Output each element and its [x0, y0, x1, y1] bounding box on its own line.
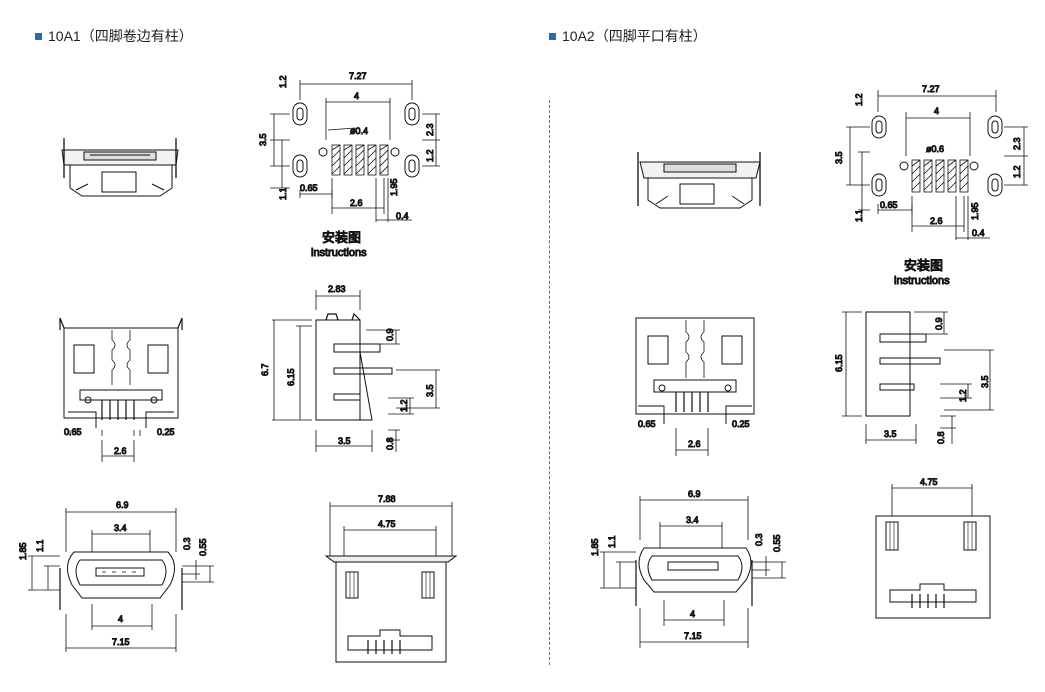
a2-front-total: 7.15	[684, 631, 702, 641]
a2-front-w: 6.9	[688, 489, 701, 499]
a2-top-right: 0.25	[732, 419, 750, 429]
a1-fp-pitch: 2.6	[350, 198, 363, 208]
a1-fp-total: 7.27	[349, 71, 367, 81]
a1-fp-h2: 1.95	[389, 178, 399, 196]
a2-fp-inner: 4	[934, 106, 939, 116]
a1-front-inner: 3.4	[114, 523, 127, 533]
a1-side-d: 0.8	[385, 437, 395, 450]
a2-side-c: 1.2	[958, 389, 968, 402]
a2-side-view	[842, 311, 994, 444]
a1-side-total: 6.7	[260, 363, 270, 376]
a2-fp-total: 7.27	[922, 84, 940, 94]
a2-top-view	[635, 317, 755, 456]
a1-fp-top: 1.2	[278, 75, 288, 88]
a2-fp-pitch: 2.6	[930, 216, 943, 226]
a1-front-view	[28, 508, 214, 652]
a1-side-top: 2.83	[328, 284, 346, 294]
a1-front-h2: 1.1	[35, 539, 45, 552]
a2-top-left: 0.65	[638, 419, 656, 429]
a1-front-r2: 0.55	[198, 538, 208, 556]
a1-footprint-caption-en: instructions	[311, 247, 367, 259]
a1-fp-left: 0.65	[300, 183, 318, 193]
a1-footprint	[270, 80, 440, 222]
a2-front-r2: 0.55	[772, 534, 782, 552]
a2-fp-right2: 1.2	[1012, 165, 1022, 178]
a1-top-pitch: 2.6	[114, 446, 127, 456]
a1-fp-right2: 1.2	[425, 149, 435, 162]
a2-side-w: 3.5	[884, 429, 897, 439]
a1-fp-right1: 2.3	[425, 123, 435, 136]
a1-top-right: 0.25	[157, 427, 175, 437]
a2-side-h: 6.15	[834, 354, 844, 372]
a1-side-view	[272, 290, 440, 452]
a2-fp-right1: 2.3	[1012, 137, 1022, 150]
a2-fp-h2: 1.95	[970, 202, 980, 220]
a2-footprint	[846, 90, 1028, 240]
a1-fp-vert: 3.5	[258, 133, 268, 146]
a1-side-h: 6.15	[286, 368, 296, 386]
section-title-10a1: 10A1（四脚卷边有柱）	[35, 26, 193, 46]
a1-front-bot: 4	[118, 614, 123, 624]
a2-front-r1: 0.3	[754, 533, 764, 546]
a2-fp-vert: 3.5	[834, 151, 844, 164]
bullet-square-icon	[549, 32, 556, 40]
a1-back-view	[324, 502, 458, 663]
section-title-10a2: 10A2（四脚平口有柱）	[549, 26, 707, 46]
a2-footprint-caption-en: instructions	[894, 275, 950, 287]
a1-front-total: 7.15	[112, 637, 130, 647]
a1-side-c: 1.2	[399, 399, 409, 412]
a1-front-r1: 0.3	[182, 537, 192, 550]
a1-fp-hole: ø0.4	[350, 126, 368, 136]
section-title-10a1-text: 10A1（四脚卷边有柱）	[48, 28, 193, 44]
a2-fp-bl: 1.1	[854, 209, 864, 222]
a1-side-b: 3.5	[425, 384, 435, 397]
a2-3d-view	[637, 152, 761, 209]
a2-side-b: 3.5	[980, 375, 990, 388]
a1-front-w: 6.9	[116, 500, 129, 510]
a2-front-inner: 3.4	[686, 515, 699, 525]
bullet-square-icon	[35, 32, 42, 40]
a2-fp-w: 0.4	[972, 228, 985, 238]
a2-front-h2: 1.1	[607, 535, 617, 548]
a1-3d-view	[61, 138, 179, 197]
a2-back-view	[875, 484, 991, 619]
a1-front-h1: 1.85	[18, 542, 28, 560]
section-title-10a2-text: 10A2（四脚平口有柱）	[562, 28, 707, 44]
a1-side-w: 3.5	[338, 436, 351, 446]
a2-footprint-caption-cn: 安装图	[904, 259, 943, 274]
a2-front-view	[600, 496, 786, 648]
a2-fp-hole: ø0.6	[926, 144, 944, 154]
a1-fp-inner: 4	[354, 91, 359, 101]
a2-front-bot: 4	[690, 609, 695, 619]
a2-side-d: 0.8	[936, 431, 946, 444]
a2-side-a: 0.9	[934, 317, 944, 330]
a1-side-a: 0.9	[385, 328, 395, 341]
section-divider	[549, 100, 550, 665]
a2-fp-left: 0.65	[880, 200, 898, 210]
a2-top-pitch: 2.6	[688, 439, 701, 449]
a1-back-w: 7.88	[378, 494, 396, 504]
a1-fp-bl: 1.1	[278, 187, 288, 200]
a1-back-inner: 4.75	[378, 519, 396, 529]
a1-top-left: 0.65	[64, 427, 82, 437]
a1-footprint-caption-cn: 安装图	[322, 231, 361, 246]
a2-fp-top: 1.2	[854, 93, 864, 106]
a1-top-view	[59, 317, 183, 462]
a1-fp-w: 0.4	[396, 211, 409, 221]
a2-back-inner: 4.75	[920, 477, 938, 487]
a2-front-h1: 1.85	[590, 538, 600, 556]
